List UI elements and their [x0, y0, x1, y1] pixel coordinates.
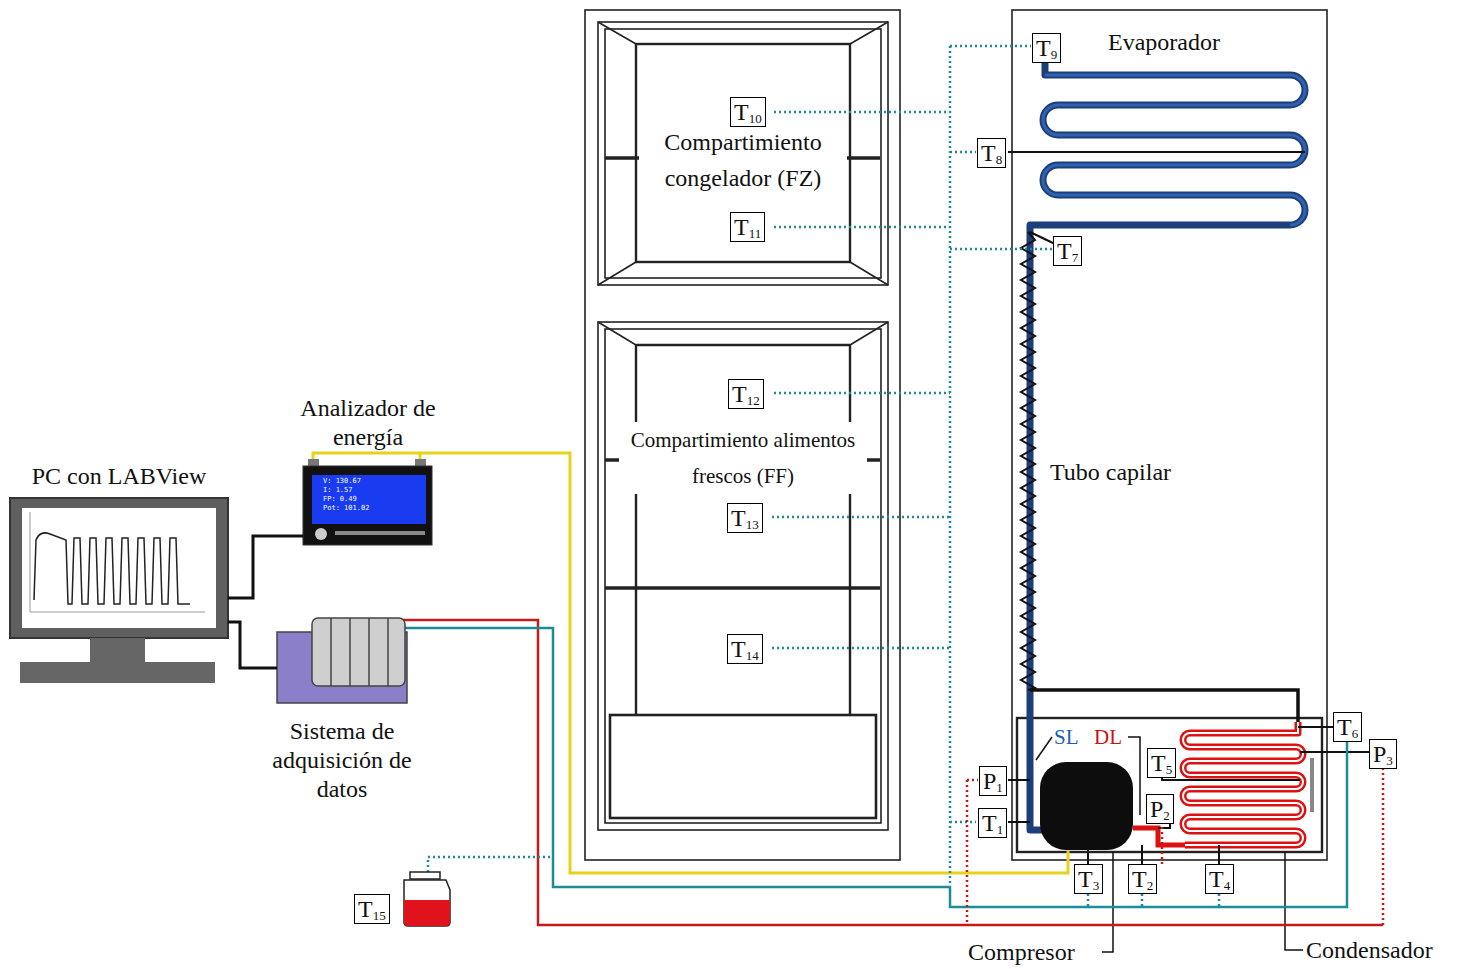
sensor-label: T10 — [734, 99, 762, 125]
sensor-label: P1 — [983, 768, 1003, 794]
sensor-label: T7 — [1057, 238, 1078, 264]
analyzer-reading: FP: 0.49 — [323, 495, 357, 504]
analyzer-reading: Pot: 101.02 — [323, 504, 369, 513]
sensor-tag: T13 — [727, 503, 763, 533]
sensor-tag: T1 — [978, 808, 1007, 838]
compartment-label: Compartimiento congelador (FZ) — [639, 124, 847, 196]
sensor-tag: T2 — [1128, 864, 1157, 894]
sensor-tag: T12 — [728, 379, 764, 409]
analyzer-reading: I: 1.57 — [323, 486, 353, 495]
sensor-label: T2 — [1132, 866, 1153, 892]
sensor-tag: T10 — [730, 97, 766, 127]
sensor-label: T6 — [1337, 714, 1358, 740]
sensor-tag: T9 — [1032, 33, 1061, 63]
cable-connector — [228, 536, 303, 598]
pc-label: PC con LABView — [10, 462, 228, 491]
sensor-tag: T15 — [354, 894, 390, 924]
sensor-tag: T14 — [727, 634, 763, 664]
freezer-compartment: Compartimiento congelador (FZ)T10T11 — [598, 22, 888, 285]
sensor-label: T14 — [731, 636, 759, 662]
sensor-tag: T11 — [730, 212, 765, 242]
sensor-label: T11 — [734, 214, 761, 240]
sensor-label: T8 — [981, 140, 1002, 166]
sensor-label: T1 — [982, 810, 1003, 836]
sensor-tag: P1 — [979, 766, 1007, 796]
daq-label: Sistema de adquisición de datos — [262, 717, 422, 804]
part-label: Condensador — [1306, 936, 1433, 964]
line-label: SL — [1054, 723, 1079, 751]
cable-connector — [228, 622, 277, 668]
part-label: Compresor — [968, 938, 1075, 966]
sensor-tag: T3 — [1074, 864, 1103, 894]
sensor-label: T13 — [731, 505, 759, 531]
part-label: Evaporador — [1108, 28, 1220, 56]
sensor-label: T15 — [358, 896, 386, 922]
data-acquisition-unit: Sistema de adquisición de datos — [277, 618, 407, 703]
energy-analyzer: Analizador de energíaV: 130.67I: 1.57FP:… — [303, 466, 432, 545]
sensor-label: T3 — [1078, 866, 1099, 892]
sensor-label: P2 — [1150, 796, 1170, 822]
cable-line — [228, 622, 277, 668]
analyzer-reading: V: 130.67 — [323, 477, 361, 486]
sensor-tag: T7 — [1053, 236, 1082, 266]
sensor-tag: T4 — [1205, 864, 1234, 894]
sensor-label: T5 — [1151, 750, 1172, 776]
sensor-label: T12 — [732, 381, 760, 407]
sensor-label: T4 — [1209, 866, 1230, 892]
compartment-label: Compartimiento alimentos frescos (FF) — [619, 422, 867, 494]
part-label: Tubo capilar — [1050, 458, 1171, 486]
cable-line — [228, 536, 303, 598]
pc-monitor: PC con LABView — [10, 498, 228, 638]
sensor-label: T9 — [1036, 35, 1057, 61]
sensor-tag: P2 — [1146, 794, 1174, 824]
fresh-food-compartment: Compartimiento alimentos frescos (FF) T12… — [598, 322, 888, 830]
sensor-tag: T6 — [1333, 712, 1362, 742]
sensor-tag: P3 — [1369, 739, 1397, 769]
sensor-label: P3 — [1373, 741, 1393, 767]
sensor-tag: T5 — [1147, 748, 1176, 778]
line-label: DL — [1094, 723, 1122, 751]
sensor-tag: T8 — [977, 138, 1006, 168]
analyzer-label: Analizador de energía — [298, 394, 438, 452]
